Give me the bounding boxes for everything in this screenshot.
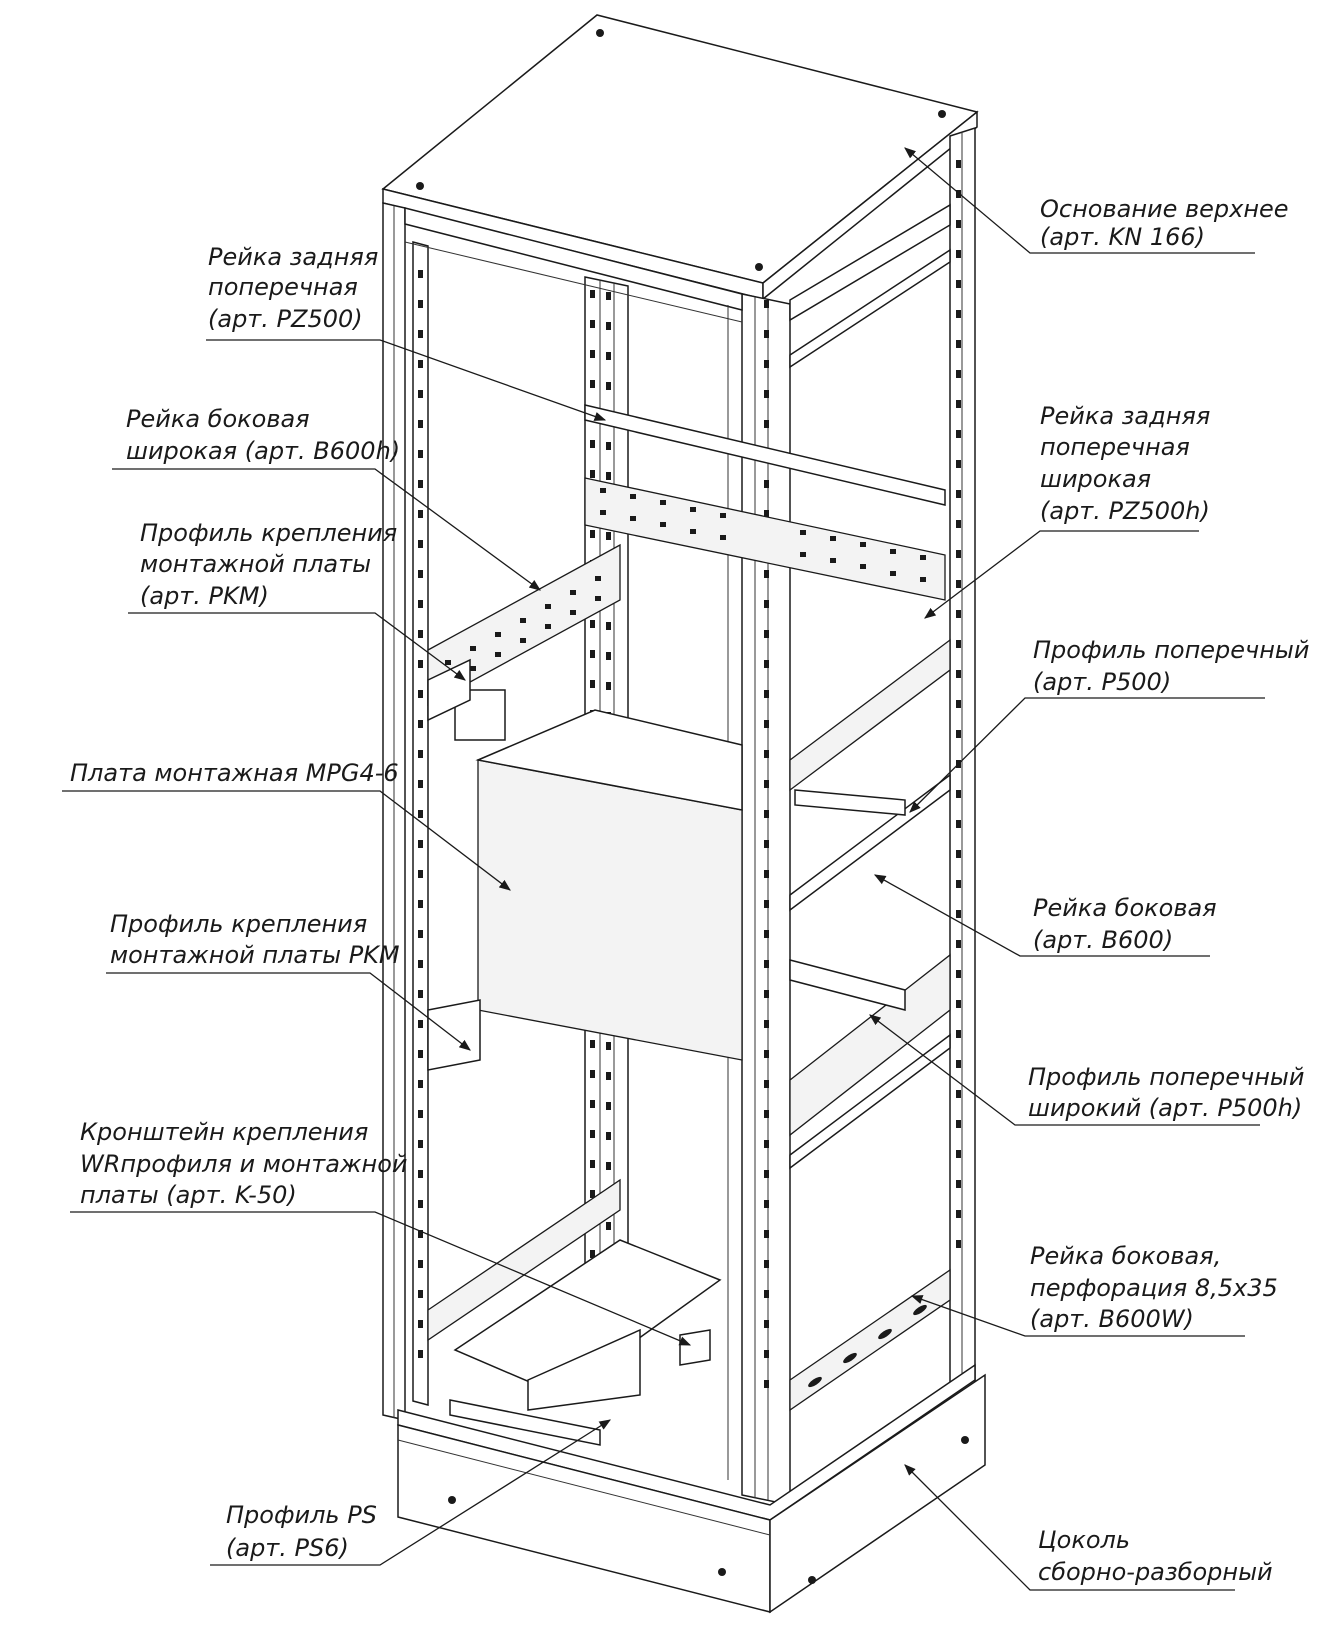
label-profile-ps: Профиль PS (арт. PS6) [226,1501,377,1562]
label-plinth-line-2: сборно-разборный [1038,1558,1273,1586]
label-top-base-line-2: (арт. KN 166) [1040,223,1205,251]
label-rear-cross-rail: Рейка задняя поперечная (арт. PZ500) [208,243,378,333]
label-side-rail-perf-line-1: Рейка боковая, [1030,1242,1221,1270]
label-top-base-line-1: Основание верхнее [1040,195,1289,223]
label-side-rail-line-1: Рейка боковая [1033,894,1217,922]
label-rear-cross-rail-line-1: Рейка задняя [208,243,378,271]
label-cross-profile: Профиль поперечный (арт. P500) [1033,636,1309,696]
label-plinth: Цоколь сборно-разборный [1038,1526,1273,1586]
mounting-plate [477,759,743,1061]
label-side-rail-perf: Рейка боковая, перфорация 8,5х35 (арт. B… [1030,1242,1278,1333]
label-side-rail-wide-line-2: широкая (арт. B600h) [126,437,400,465]
rear-cross-rail-wide [584,477,946,601]
label-profile-ps-line-2: (арт. PS6) [226,1534,349,1562]
label-cross-profile-wide-line-1: Профиль поперечный [1028,1063,1304,1091]
label-rear-cross-rail-line-3: (арт. PZ500) [208,305,363,333]
label-mount-profile-1-line-2: монтажной платы [140,550,371,578]
label-plinth-line-1: Цоколь [1038,1526,1130,1554]
label-rear-cross-rail-wide-line-2: поперечная [1040,433,1190,461]
label-cross-profile-line-2: (арт. P500) [1033,668,1171,696]
label-cross-profile-wide-line-2: широкий (арт. P500h) [1028,1094,1302,1122]
side-rail-perforated [789,1268,951,1412]
label-profile-ps-line-1: Профиль PS [226,1501,377,1529]
label-cross-profile-wide: Профиль поперечный широкий (арт. P500h) [1028,1063,1304,1122]
label-bracket-line-1: Кронштейн крепления [80,1118,368,1146]
label-cross-profile-line-1: Профиль поперечный [1033,636,1309,664]
cross-profile [789,638,951,792]
label-side-rail-perf-line-2: перфорация 8,5х35 [1030,1274,1278,1302]
label-side-rail-line-2: (арт. B600) [1033,926,1173,954]
label-rear-cross-rail-wide: Рейка задняя поперечная широкая (арт. PZ… [1040,402,1210,525]
label-side-rail-wide: Рейка боковая широкая (арт. B600h) [126,405,400,465]
plinth-side [769,1373,986,1614]
label-side-rail-perf-line-3: (арт. B600W) [1030,1305,1194,1333]
leader-lines [62,147,1265,1591]
profile-ps [449,1399,601,1446]
label-side-rail: Рейка боковая (арт. B600) [1033,894,1217,954]
cabinet-frame [381,14,986,1614]
label-rear-cross-rail-wide-line-4: (арт. PZ500h) [1040,497,1210,525]
label-mount-profile-1-line-3: (арт. PKM) [140,582,269,610]
label-mount-profile-2-line-2: монтажной платы PKM [110,941,400,969]
label-mounting-plate: Плата монтажная MPG4-6 [70,759,399,787]
label-rear-cross-rail-wide-line-1: Рейка задняя [1040,402,1210,430]
label-bracket-line-3: платы (арт. K-50) [80,1181,297,1209]
bracket [679,1329,711,1366]
label-mount-profile-2: Профиль крепления монтажной платы PKM [110,910,400,969]
label-mounting-plate-line-1: Плата монтажная MPG4-6 [70,759,399,787]
label-side-rail-wide-line-1: Рейка боковая [126,405,310,433]
label-bracket: Кронштейн крепления WRпрофиля и монтажно… [80,1118,408,1209]
label-mount-profile-1: Профиль крепления монтажной платы (арт. … [140,519,397,610]
label-mount-profile-1-line-1: Профиль крепления [140,519,397,547]
label-mount-profile-2-line-1: Профиль крепления [110,910,367,938]
label-bracket-line-2: WRпрофиля и монтажной [80,1150,408,1178]
label-top-base: Основание верхнее (арт. KN 166) [1040,195,1289,251]
label-rear-cross-rail-line-2: поперечная [208,273,358,301]
label-rear-cross-rail-wide-line-3: широкая [1040,465,1151,493]
rear-cross-rail [584,404,946,506]
upright-perforations [418,160,961,1388]
